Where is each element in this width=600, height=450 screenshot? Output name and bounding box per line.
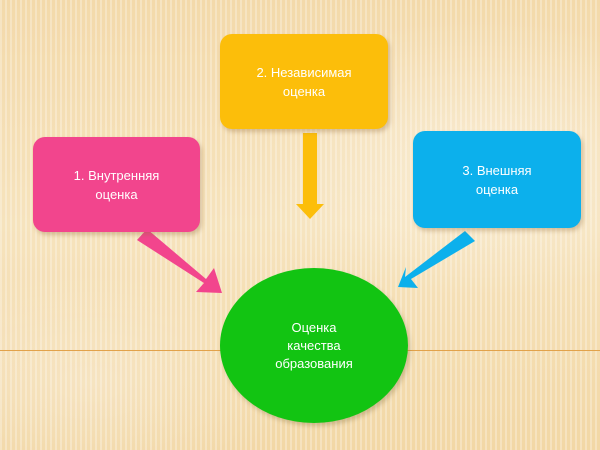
node-internal-assessment: 1. Внутренняя оценка xyxy=(33,137,200,232)
node-independent-line-2: оценка xyxy=(282,83,326,99)
node-external-line-2: оценка xyxy=(475,181,519,197)
node-independent-line-1: 2. Независимая xyxy=(256,64,352,80)
node-external-line-1: 3. Внешняя xyxy=(462,162,532,178)
node-independent-assessment: 2. Независимая оценка xyxy=(220,34,388,129)
node-external-assessment: 3. Внешняя оценка xyxy=(413,131,581,228)
node-internal-line-1: 1. Внутренняя xyxy=(73,167,160,183)
center-node-education-quality: Оценка качества образования xyxy=(220,268,408,423)
arrow-external-to-center xyxy=(398,231,475,288)
arrow-independent-to-center xyxy=(296,133,324,219)
center-line-2: качества xyxy=(287,337,341,353)
center-line-3: образования xyxy=(275,355,353,371)
arrow-internal-to-center xyxy=(137,229,222,293)
center-line-1: Оценка xyxy=(291,319,337,335)
node-internal-line-2: оценка xyxy=(95,186,138,202)
